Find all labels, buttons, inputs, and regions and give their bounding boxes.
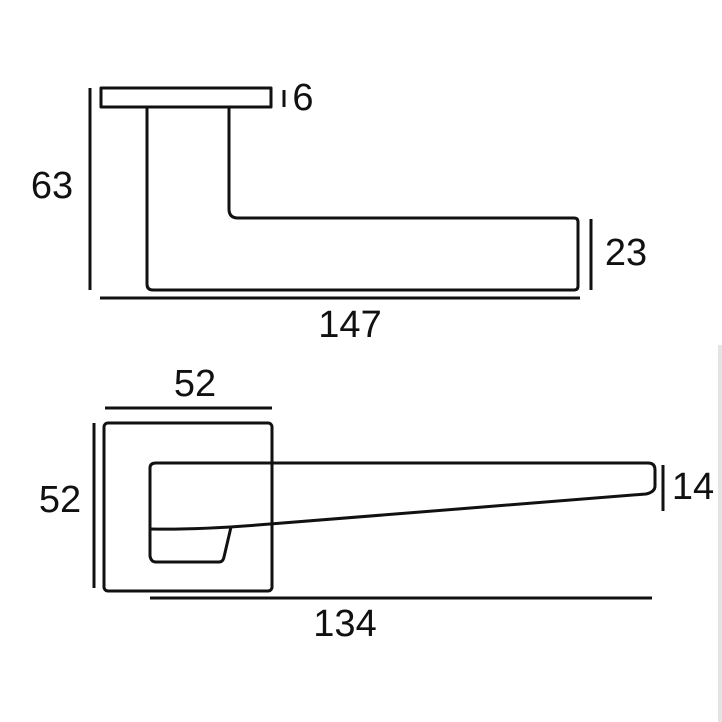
- dim-label-134: 134: [313, 603, 377, 645]
- edge-strip: [718, 345, 722, 722]
- front-rosette: [102, 421, 274, 593]
- front-lever-lower: [148, 468, 233, 564]
- front-lever: [148, 461, 657, 531]
- dim-label-6: 6: [292, 77, 314, 119]
- dim-label-52-height: 52: [38, 479, 82, 521]
- dim-label-147: 147: [318, 304, 382, 346]
- dim-label-23: 23: [604, 232, 648, 274]
- dim-label-63: 63: [30, 165, 74, 207]
- side-lever: [145, 107, 580, 292]
- dim-label-52-width: 52: [173, 363, 217, 405]
- side-rosette: [99, 86, 273, 109]
- dim-label-14: 14: [671, 466, 715, 508]
